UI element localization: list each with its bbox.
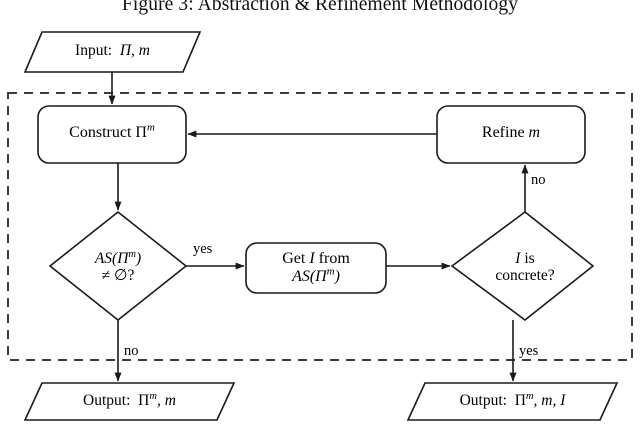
node-output-right-shape — [406, 382, 619, 421]
node-refine-shape — [436, 105, 586, 164]
dashed-region-boundary — [7, 92, 633, 361]
node-decision-concrete-shape — [450, 210, 595, 322]
node-construct-shape — [37, 105, 187, 164]
node-get-i-shape — [245, 242, 387, 294]
node-output-left-shape — [23, 382, 236, 421]
node-decision-as-shape — [48, 210, 188, 322]
node-input-shape — [23, 31, 202, 73]
figure-caption: Figure 3: Abstraction & Refinement Metho… — [121, 0, 519, 15]
